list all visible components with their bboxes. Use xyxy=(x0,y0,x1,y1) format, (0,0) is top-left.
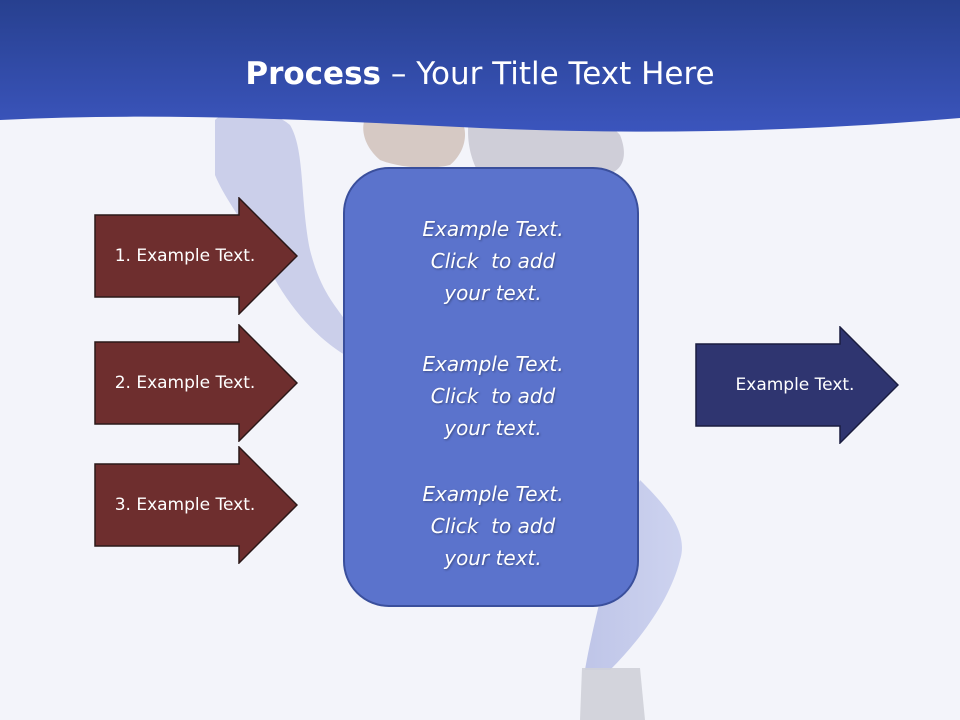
arrow-shape xyxy=(94,446,298,564)
right-arrow[interactable]: Example Text. xyxy=(695,326,899,444)
arrow-shape xyxy=(94,197,298,315)
center-block-3-line3: your text. xyxy=(444,546,542,570)
title-bold: Process xyxy=(245,56,381,92)
left-arrow-3[interactable]: 3. Example Text. xyxy=(94,446,298,564)
center-text-box[interactable]: Example Text. Click to add your text. Ex… xyxy=(343,167,639,607)
center-block-1-line3: your text. xyxy=(444,281,542,305)
center-block-3-line1: Example Text. xyxy=(422,482,564,506)
center-block-2-line3: your text. xyxy=(444,416,542,440)
center-block-2: Example Text. Click to add your text. xyxy=(345,348,641,444)
arrow-shape xyxy=(695,326,899,444)
center-block-3-line2: Click to add xyxy=(430,514,556,538)
header-band xyxy=(0,0,960,132)
arrow-shape xyxy=(94,324,298,442)
slide-title: Process – Your Title Text Here xyxy=(0,52,960,96)
center-block-1-line1: Example Text. xyxy=(422,217,564,241)
left-arrow-2-label: 2. Example Text. xyxy=(114,373,256,393)
title-rest: – Your Title Text Here xyxy=(381,56,715,92)
left-arrow-2[interactable]: 2. Example Text. xyxy=(94,324,298,442)
center-block-1-line2: Click to add xyxy=(430,249,556,273)
center-block-1: Example Text. Click to add your text. xyxy=(345,213,641,309)
left-arrow-3-label: 3. Example Text. xyxy=(114,495,256,515)
center-block-2-line2: Click to add xyxy=(430,384,556,408)
right-arrow-label: Example Text. xyxy=(735,375,855,395)
center-block-2-line1: Example Text. xyxy=(422,352,564,376)
left-arrow-1[interactable]: 1. Example Text. xyxy=(94,197,298,315)
center-block-3: Example Text. Click to add your text. xyxy=(345,478,641,574)
left-arrow-1-label: 1. Example Text. xyxy=(114,246,256,266)
